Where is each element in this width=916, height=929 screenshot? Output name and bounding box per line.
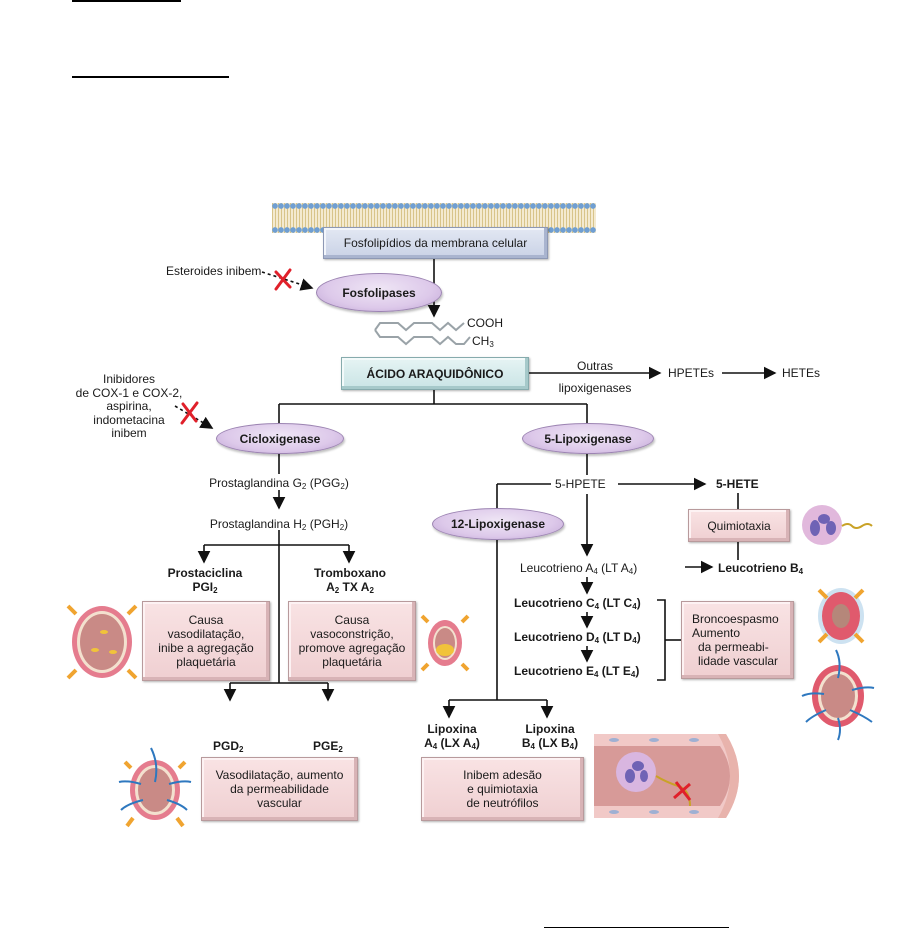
twelve-lipoxygenase-enzyme: 12-Lipoxigenase [432,508,564,540]
ltb4-label: Leucotrieno B4 [718,561,804,576]
pgd2-label: PGD2 [213,739,244,754]
dilated-vessel-icon [66,604,138,680]
chemotaxis-label: Quimiotaxia [707,518,771,533]
chemotaxis-box: Quimiotaxia [688,509,790,542]
hpetes-label: HPETEs [668,366,715,380]
ltc4-label: Leucotrieno C4 (LT C4) [514,596,641,611]
fa-ch3-label: CH3 [472,334,494,349]
fa-cooh-label: COOH [467,316,503,330]
constricted-vessel-icon [420,614,470,672]
five-hpete-label: 5-HPETE [555,477,606,491]
blood-vessel-neutrophil-illustration [594,734,739,818]
header-underline-1 [72,0,181,2]
prostacyclin-label: Prostaciclina PGI2 [167,566,243,595]
hetes-label: HETEs [782,366,821,380]
lxb4-label: Lipoxina B4 (LX B4) [521,722,579,751]
permeable-vessel-icon-right [801,649,875,741]
five-lipoxygenase-enzyme: 5-Lipoxigenase [522,423,654,454]
leukotriene-effect-box: Broncoespasmo Aumento da permeabi- lidad… [681,601,794,679]
phospholipases-label: Fosfolipases [342,285,416,300]
neutrophil-icon [802,505,873,545]
membrane-phospholipids-label: Fosfolipídios da membrana celular [343,236,528,250]
ltd4-label: Leucotrieno D4 (LT D4) [514,630,641,645]
phospholipases-enzyme: Fosfolipases [316,273,442,312]
pgh2-label: Prostaglandina H2 (PGH2) [209,517,349,532]
lta4-label: Leucotrieno A4 (LT A4) [520,561,638,576]
bronchoconstricted-vessel-icon [817,588,865,644]
lxa4-label: Lipoxina A4 (LX A4) [424,722,480,751]
twelve-lipoxygenase-label: 12-Lipoxigenase [450,517,546,531]
thromboxane-label: Tromboxano A2 TX A2 [313,566,386,595]
five-hete-label: 5-HETE [716,477,759,491]
arachidonic-acid-box: ÁCIDO ARAQUIDÔNICO [341,357,529,390]
footer-underline [544,927,729,928]
inhibition-x-icons [180,268,292,425]
membrane-phospholipids-box: Fosfolipídios da membrana celular [323,227,548,259]
pgg2-label: Prostaglandina G2 (PGG2) [209,476,349,491]
cyclooxygenase-enzyme: Cicloxigenase [216,423,344,454]
lte4-label: Leucotrieno E4 (LT E4) [514,664,640,679]
header-underline-2 [72,76,229,78]
cyclooxygenase-label: Cicloxigenase [239,431,321,446]
five-lipoxygenase-label: 5-Lipoxigenase [544,431,632,446]
cox-inhibitors-label: Inibidores de COX-1 e COX-2, aspirina, i… [75,372,183,440]
steroids-label: Esteroides inibem [166,264,262,278]
arachidonic-acid-label: ÁCIDO ARAQUIDÔNICO [366,366,504,381]
fatty-acid-structure [374,321,471,346]
pge2-label: PGE2 [313,739,343,754]
permeable-vessel-icon-left [118,747,192,828]
